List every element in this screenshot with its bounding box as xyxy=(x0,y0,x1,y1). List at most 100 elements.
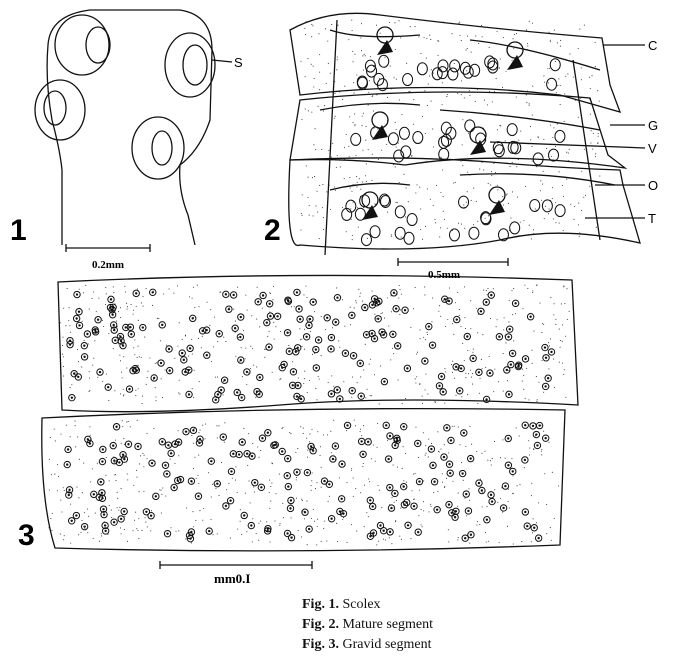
stipple-dot xyxy=(416,479,418,481)
stipple-dot xyxy=(245,347,247,349)
stipple-dot xyxy=(390,311,393,313)
stipple-dot xyxy=(302,432,304,435)
stipple-dot xyxy=(137,319,139,321)
egg xyxy=(508,349,517,358)
egg-core xyxy=(544,436,547,440)
stipple-dot xyxy=(103,521,105,523)
stipple-dot xyxy=(191,482,193,484)
egg xyxy=(122,323,130,332)
testis xyxy=(462,65,474,79)
egg-core xyxy=(489,493,493,497)
testis xyxy=(394,226,406,240)
stipple-dot xyxy=(440,191,442,193)
stipple-dot xyxy=(214,484,216,486)
stipple-dot xyxy=(385,332,388,334)
egg xyxy=(348,386,356,395)
stipple-dot xyxy=(544,473,546,475)
stipple-dot xyxy=(558,222,560,224)
stipple-dot xyxy=(146,458,148,460)
stipple-dot xyxy=(271,371,273,373)
egg xyxy=(475,368,483,376)
stipple-dot xyxy=(317,105,319,107)
stipple-dot xyxy=(344,85,346,87)
stipple-dot xyxy=(434,218,436,221)
stipple-dot xyxy=(425,445,427,447)
stipple-dot xyxy=(343,178,345,180)
egg-core xyxy=(197,495,200,498)
stipple-dot xyxy=(597,135,599,137)
stipple-dot xyxy=(123,356,125,358)
stipple-dot xyxy=(505,70,507,72)
stipple-dot xyxy=(423,336,425,338)
stipple-dot xyxy=(523,467,525,469)
caption-fig2: Fig. 2. Mature segment xyxy=(302,615,433,635)
egg xyxy=(429,461,437,470)
stipple-dot xyxy=(310,517,312,520)
stipple-dot xyxy=(354,53,356,55)
testis xyxy=(356,75,368,89)
egg-core xyxy=(438,384,441,388)
stipple-dot xyxy=(378,489,380,491)
egg xyxy=(101,527,110,535)
egg-core xyxy=(331,457,335,461)
egg-core xyxy=(383,380,386,383)
egg xyxy=(499,504,508,512)
stipple-dot xyxy=(532,518,534,520)
egg-core xyxy=(336,296,339,299)
egg-core xyxy=(307,324,311,327)
egg xyxy=(337,495,346,503)
stipple-dot xyxy=(421,238,424,240)
egg xyxy=(220,376,229,384)
egg xyxy=(469,354,477,363)
egg xyxy=(421,357,429,365)
stipple-dot xyxy=(465,49,467,51)
stipple-dot xyxy=(551,187,553,189)
stipple-dot xyxy=(201,335,203,337)
egg xyxy=(393,434,401,443)
stipple-dot xyxy=(303,510,305,512)
egg xyxy=(139,323,147,332)
stipple-dot xyxy=(134,339,136,341)
stipple-dot xyxy=(312,25,314,27)
stipple-dot xyxy=(337,540,339,543)
stipple-dot xyxy=(313,311,316,313)
egg-core xyxy=(507,335,510,339)
stipple-dot xyxy=(512,38,514,40)
stipple-dot xyxy=(398,297,400,299)
stipple-dot xyxy=(419,329,421,331)
egg-core xyxy=(239,335,242,339)
stipple-dot xyxy=(543,138,545,141)
stipple-dot xyxy=(529,447,531,449)
stipple-dot xyxy=(87,343,89,345)
egg xyxy=(430,478,439,486)
stipple-dot xyxy=(559,339,561,341)
stipple-dot xyxy=(424,286,426,288)
stipple-dot xyxy=(234,479,237,481)
egg-core xyxy=(232,293,235,297)
stipple-dot xyxy=(421,402,424,404)
stipple-dot xyxy=(341,299,344,301)
stipple-dot xyxy=(116,320,118,322)
stipple-dot xyxy=(453,333,455,335)
testis xyxy=(370,126,382,140)
stipple-dot xyxy=(56,490,58,492)
stipple-dot xyxy=(451,33,453,35)
stipple-dot xyxy=(59,533,61,535)
stipple-dot xyxy=(548,232,550,234)
stipple-dot xyxy=(399,314,401,316)
stipple-dot xyxy=(468,132,470,134)
stipple-dot xyxy=(552,136,554,138)
egg xyxy=(189,314,197,323)
stipple-dot xyxy=(393,507,395,509)
stipple-dot xyxy=(98,297,100,299)
stipple-dot xyxy=(491,174,493,176)
scale-bar-fig1 xyxy=(65,244,151,252)
egg-core xyxy=(317,338,320,342)
stipple-dot xyxy=(136,288,138,290)
vitellarium xyxy=(362,205,378,220)
stipple-dot xyxy=(492,288,494,290)
stipple-dot xyxy=(359,428,361,430)
egg-core xyxy=(360,440,363,443)
stipple-dot xyxy=(430,503,432,505)
egg xyxy=(486,369,494,377)
